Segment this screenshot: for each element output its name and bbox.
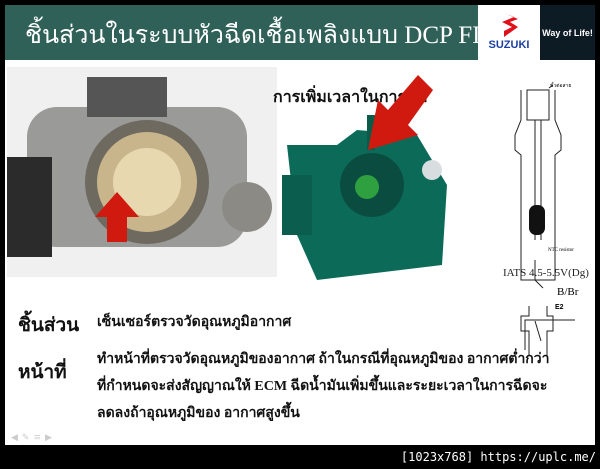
diagram-top-label: ขั้วต่อสาย	[550, 83, 572, 89]
presentation-slide: ชิ้นส่วนในระบบหัวฉีดเชื้อเพลิงแบบ DCP FI…	[5, 5, 595, 445]
function-label: หน้าที่	[18, 362, 67, 383]
brand-name: SUZUKI	[488, 39, 530, 51]
next-icon[interactable]: ▶	[45, 433, 56, 443]
previous-icon[interactable]: ◀	[11, 433, 22, 443]
red-arrow-icon	[368, 75, 433, 150]
menu-icon[interactable]: ≡	[33, 433, 46, 443]
terminal-label: E2	[555, 304, 564, 311]
image-caption: การเพิ่มเวลาในการฉีด	[273, 89, 428, 106]
circuit-symbol	[520, 306, 554, 356]
suzuki-logo: SUZUKI	[478, 5, 540, 60]
function-description: ทำหน้าที่ตรวจวัดอุณหภูมิของอากาศ ถ้าในกร…	[97, 346, 550, 427]
watermark: [1023x768] https://uplc.me/	[400, 450, 596, 464]
function-line: ลดลงถ้าอุณหภูมิของ อากาศสูงขึ้น	[97, 406, 300, 421]
tagline: Way of Life!	[540, 5, 595, 60]
component-label: ชิ้นส่วน	[18, 315, 80, 336]
component-value: เซ็นเซอร์ตรวจวัดอุณหภูมิอากาศ	[97, 315, 292, 330]
pen-icon[interactable]: ✎	[21, 433, 34, 443]
slide-title: ชิ้นส่วนในระบบหัวฉีดเชื้อเพลิงแบบ DCP FI	[25, 22, 481, 49]
function-line: ที่กำหนดจะส่งสัญญาณให้ ECM ฉีดน้ำมันเพิ่…	[97, 379, 548, 394]
title-bar: ชิ้นส่วนในระบบหัวฉีดเชื้อเพลิงแบบ DCP FI	[5, 5, 481, 60]
slide-nav-controls[interactable]: ◀✎≡▶	[11, 433, 56, 443]
function-line: ทำหน้าที่ตรวจวัดอุณหภูมิของอากาศ ถ้าในกร…	[97, 352, 550, 367]
wire-label: B/Br	[557, 286, 579, 298]
iats-label: IATS 4.5-5.5V(Dg)	[503, 267, 589, 279]
suzuki-s-icon	[502, 13, 518, 37]
sensor-diagram	[514, 84, 575, 350]
red-arrow-icon	[95, 192, 139, 242]
ntc-resistor-label: NTC resistor	[548, 248, 574, 253]
throttle-body-photo	[7, 67, 277, 277]
